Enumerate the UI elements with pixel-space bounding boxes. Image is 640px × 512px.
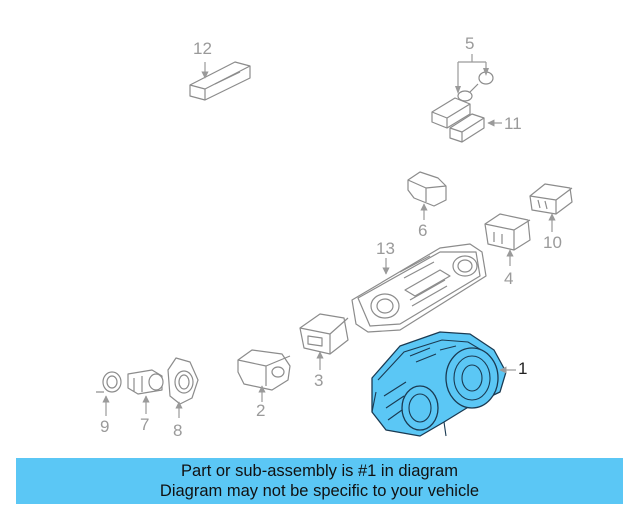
banner-line-2: Diagram may not be specific to your vehi… [159,482,480,500]
callout-6: 6 [418,221,428,240]
leader-5 [457,54,487,90]
callout-1: 1 [518,359,528,378]
callout-11: 11 [504,114,522,133]
part-11-bulb[interactable] [449,113,485,143]
part-9-holder[interactable] [96,371,122,393]
callout-9: 9 [100,417,110,436]
callout-3: 3 [314,371,324,390]
callout-4: 4 [504,269,514,288]
info-banner: Part or sub-assembly is #1 in diagram Di… [16,458,623,504]
callout-8: 8 [173,421,183,440]
part-5-socket[interactable] [431,71,494,129]
part-3-switch[interactable] [299,313,349,355]
part-2-switch[interactable] [237,349,291,391]
part-12-switch[interactable] [189,61,251,101]
part-6-switch[interactable] [407,171,447,207]
part-4-switch[interactable] [484,213,531,251]
parts-diagram [96,54,573,437]
callout-5: 5 [465,34,475,53]
part-13-control-panel[interactable] [351,243,487,333]
callout-7: 7 [140,415,150,434]
part-1-instrument-cluster[interactable] [371,331,507,437]
callout-13: 13 [376,239,395,258]
callout-2: 2 [256,401,266,420]
banner-line-1: Part or sub-assembly is #1 in diagram [181,462,458,480]
callout-12: 12 [193,39,212,58]
part-8-trim-ring[interactable] [167,357,199,405]
part-7-knob[interactable] [127,369,164,395]
callout-10: 10 [543,233,562,252]
part-10-connector[interactable] [529,183,573,215]
